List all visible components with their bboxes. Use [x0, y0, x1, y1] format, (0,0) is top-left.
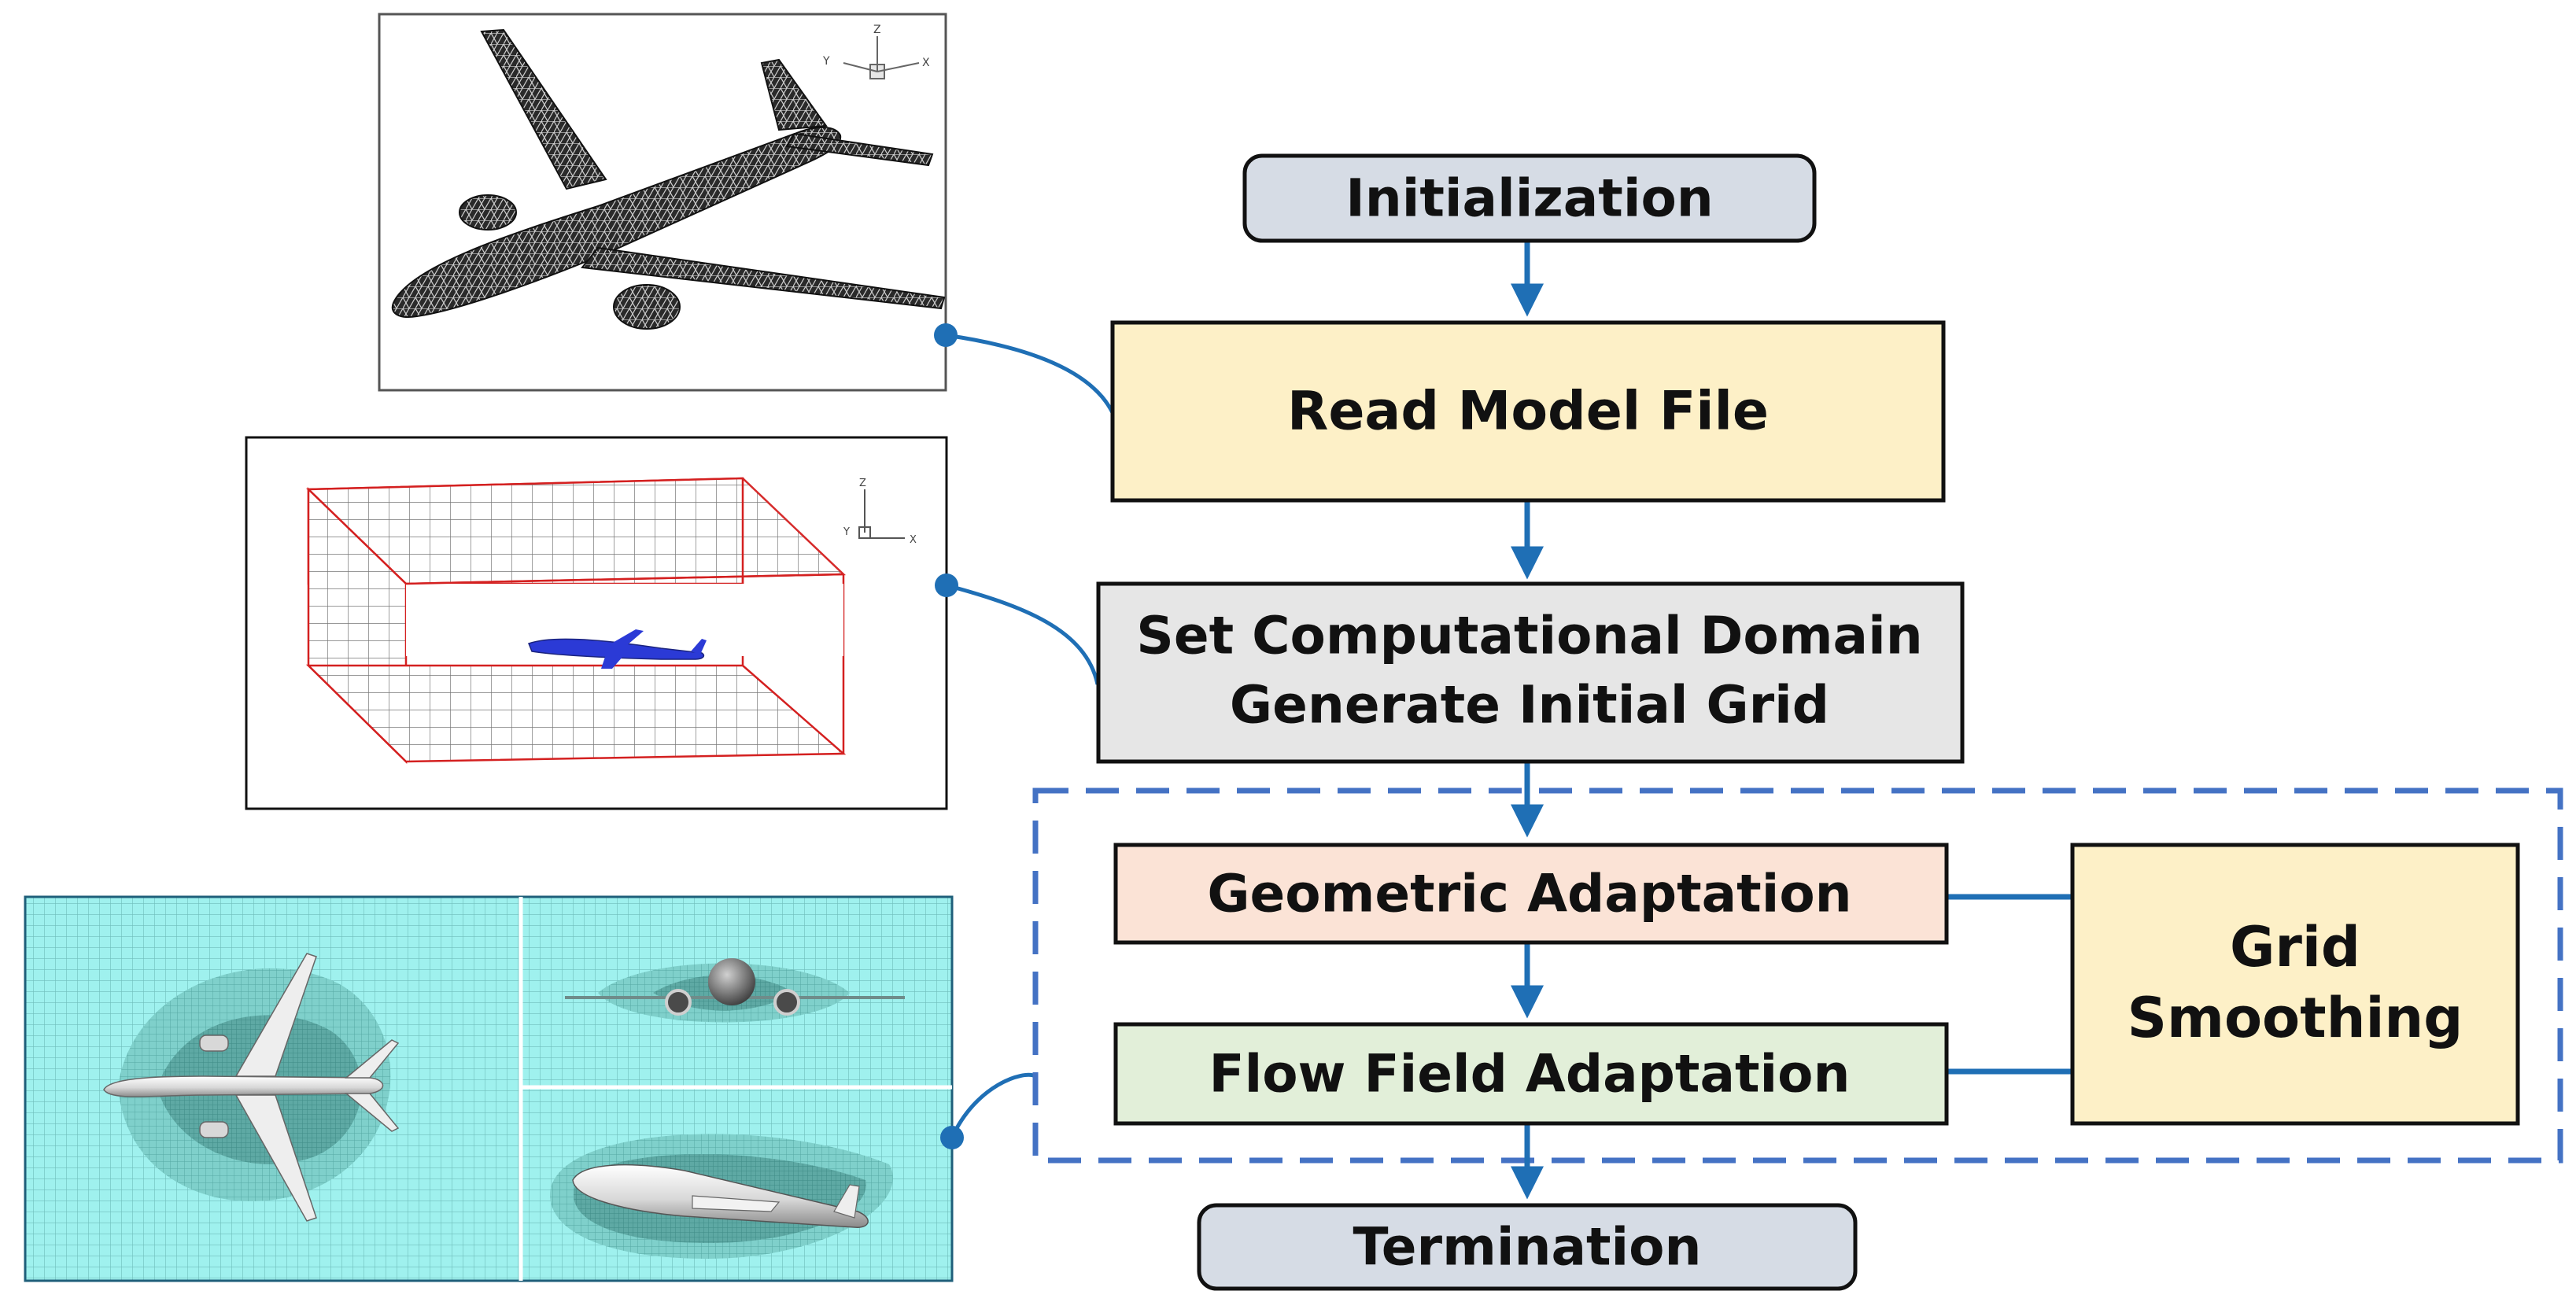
grid-smoothing-line1: Grid — [2230, 915, 2360, 979]
axis-label-z: Z — [873, 24, 881, 36]
step-domain-line1: Set Computational Domain — [1136, 606, 1922, 666]
axis-label-y: Y — [843, 526, 850, 538]
adaptation-loop-frame — [1032, 787, 2563, 1164]
grid-view-side — [550, 1134, 893, 1259]
axis-triad-icon — [843, 36, 920, 79]
step-termination: Termination — [1197, 1203, 1858, 1291]
illustration-connectors — [945, 333, 1120, 1139]
connector-dot-read — [934, 323, 958, 347]
connector-domain — [946, 583, 1100, 685]
grid-smoothing-line2: Smoothing — [2128, 986, 2463, 1050]
connector-dot-adapted — [940, 1126, 964, 1149]
step-set-computational-domain: Set Computational Domain Generate Initia… — [1096, 581, 1965, 764]
connector-dot-domain — [935, 574, 958, 597]
grid-view-top — [103, 953, 400, 1222]
axis-triad-icon — [858, 489, 905, 539]
axis-label-x: X — [910, 534, 917, 546]
axis-label-x: X — [922, 57, 930, 69]
step-termination-label: Termination — [1353, 1217, 1702, 1278]
computational-domain-figure: Z Y X — [245, 436, 948, 810]
step-flow-field-adaptation: Flow Field Adaptation — [1113, 1022, 1949, 1126]
axis-label-z: Z — [859, 478, 866, 489]
step-initialization: Initialization — [1242, 153, 1817, 243]
adapted-grid-views-figure — [24, 895, 954, 1282]
axis-label-y: Y — [822, 55, 830, 68]
step-initialization-label: Initialization — [1345, 168, 1714, 229]
step-domain-line2: Generate Initial Grid — [1230, 675, 1829, 736]
step-read-model-file: Read Model File — [1110, 320, 1946, 503]
step-grid-smoothing: Grid Smoothing — [2070, 843, 2520, 1126]
connector-read — [945, 333, 1120, 426]
smoothing-links — [1947, 894, 2072, 1075]
blue-aircraft-model — [528, 629, 707, 669]
aircraft-surface-mesh-figure: Z Y X — [378, 13, 947, 392]
step-geometric-adaptation-label: Geometric Adaptation — [1207, 864, 1851, 924]
step-flow-field-adaptation-label: Flow Field Adaptation — [1209, 1044, 1850, 1105]
connector-adapted — [950, 1072, 1037, 1139]
step-read-model-file-label: Read Model File — [1287, 381, 1769, 443]
grid-view-front — [565, 958, 905, 1023]
step-geometric-adaptation: Geometric Adaptation — [1113, 843, 1949, 945]
